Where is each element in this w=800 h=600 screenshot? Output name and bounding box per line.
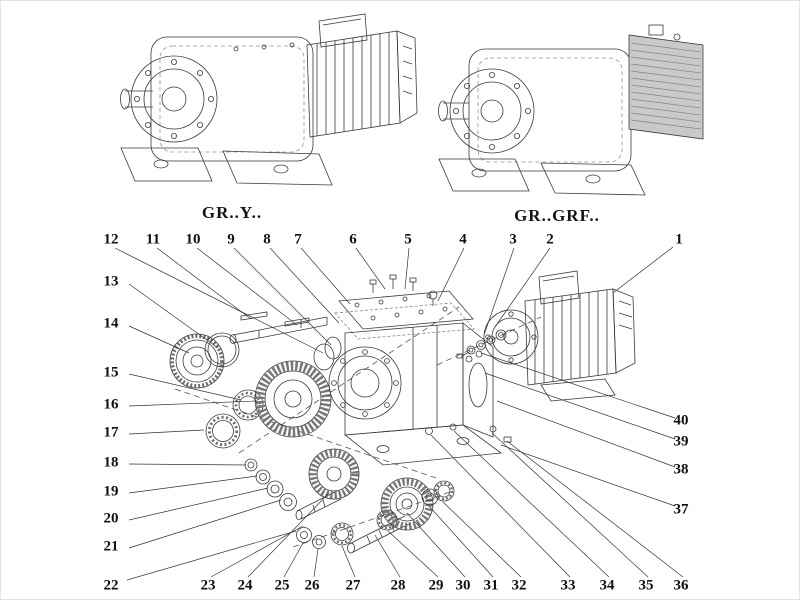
callout-label-14: 14 — [103, 315, 119, 332]
exploded-view-art — [169, 270, 636, 554]
leader-lines — [114, 246, 684, 581]
callout-label-17: 17 — [103, 424, 119, 441]
callout-label-25: 25 — [274, 577, 290, 594]
callout-label-1: 1 — [675, 231, 683, 248]
callout-label-40: 40 — [673, 412, 689, 429]
callout-label-22: 22 — [103, 577, 119, 594]
callout-label-26: 26 — [304, 577, 320, 594]
callout-label-23: 23 — [200, 577, 216, 594]
callout-label-20: 20 — [103, 510, 119, 527]
callout-label-32: 32 — [511, 577, 527, 594]
callout-label-28: 28 — [390, 577, 406, 594]
callout-label-30: 30 — [455, 577, 471, 594]
callout-label-12: 12 — [103, 231, 119, 248]
callout-label-7: 7 — [294, 231, 302, 248]
callout-label-16: 16 — [103, 396, 119, 413]
callout-label-31: 31 — [483, 577, 499, 594]
callout-label-10: 10 — [185, 231, 201, 248]
callout-label-15: 15 — [103, 364, 119, 381]
variant-label-gr-grf: GR..GRF.. — [514, 206, 600, 225]
callout-label-36: 36 — [673, 577, 689, 594]
variant-label-gr-y: GR..Y.. — [201, 203, 263, 222]
callout-label-29: 29 — [428, 577, 444, 594]
callout-label-6: 6 — [349, 231, 357, 248]
callout-label-27: 27 — [345, 577, 361, 594]
callout-label-4: 4 — [459, 231, 467, 248]
callout-label-5: 5 — [404, 231, 412, 248]
callout-label-34: 34 — [599, 577, 615, 594]
callout-label-38: 38 — [673, 461, 689, 478]
callout-label-2: 2 — [546, 231, 554, 248]
callout-label-9: 9 — [227, 231, 235, 248]
assembled-view-right-art — [438, 24, 704, 196]
callout-label-35: 35 — [638, 577, 654, 594]
callout-label-19: 19 — [103, 483, 119, 500]
callout-label-39: 39 — [673, 433, 689, 450]
callout-label-11: 11 — [145, 231, 161, 248]
assembled-view-left-art — [120, 13, 418, 186]
callout-label-37: 37 — [673, 501, 689, 518]
callout-label-33: 33 — [560, 577, 576, 594]
callout-label-8: 8 — [263, 231, 271, 248]
callout-label-3: 3 — [509, 231, 517, 248]
callout-label-18: 18 — [103, 454, 119, 471]
callout-label-24: 24 — [237, 577, 253, 594]
callout-label-13: 13 — [103, 273, 119, 290]
callout-label-21: 21 — [103, 538, 119, 555]
